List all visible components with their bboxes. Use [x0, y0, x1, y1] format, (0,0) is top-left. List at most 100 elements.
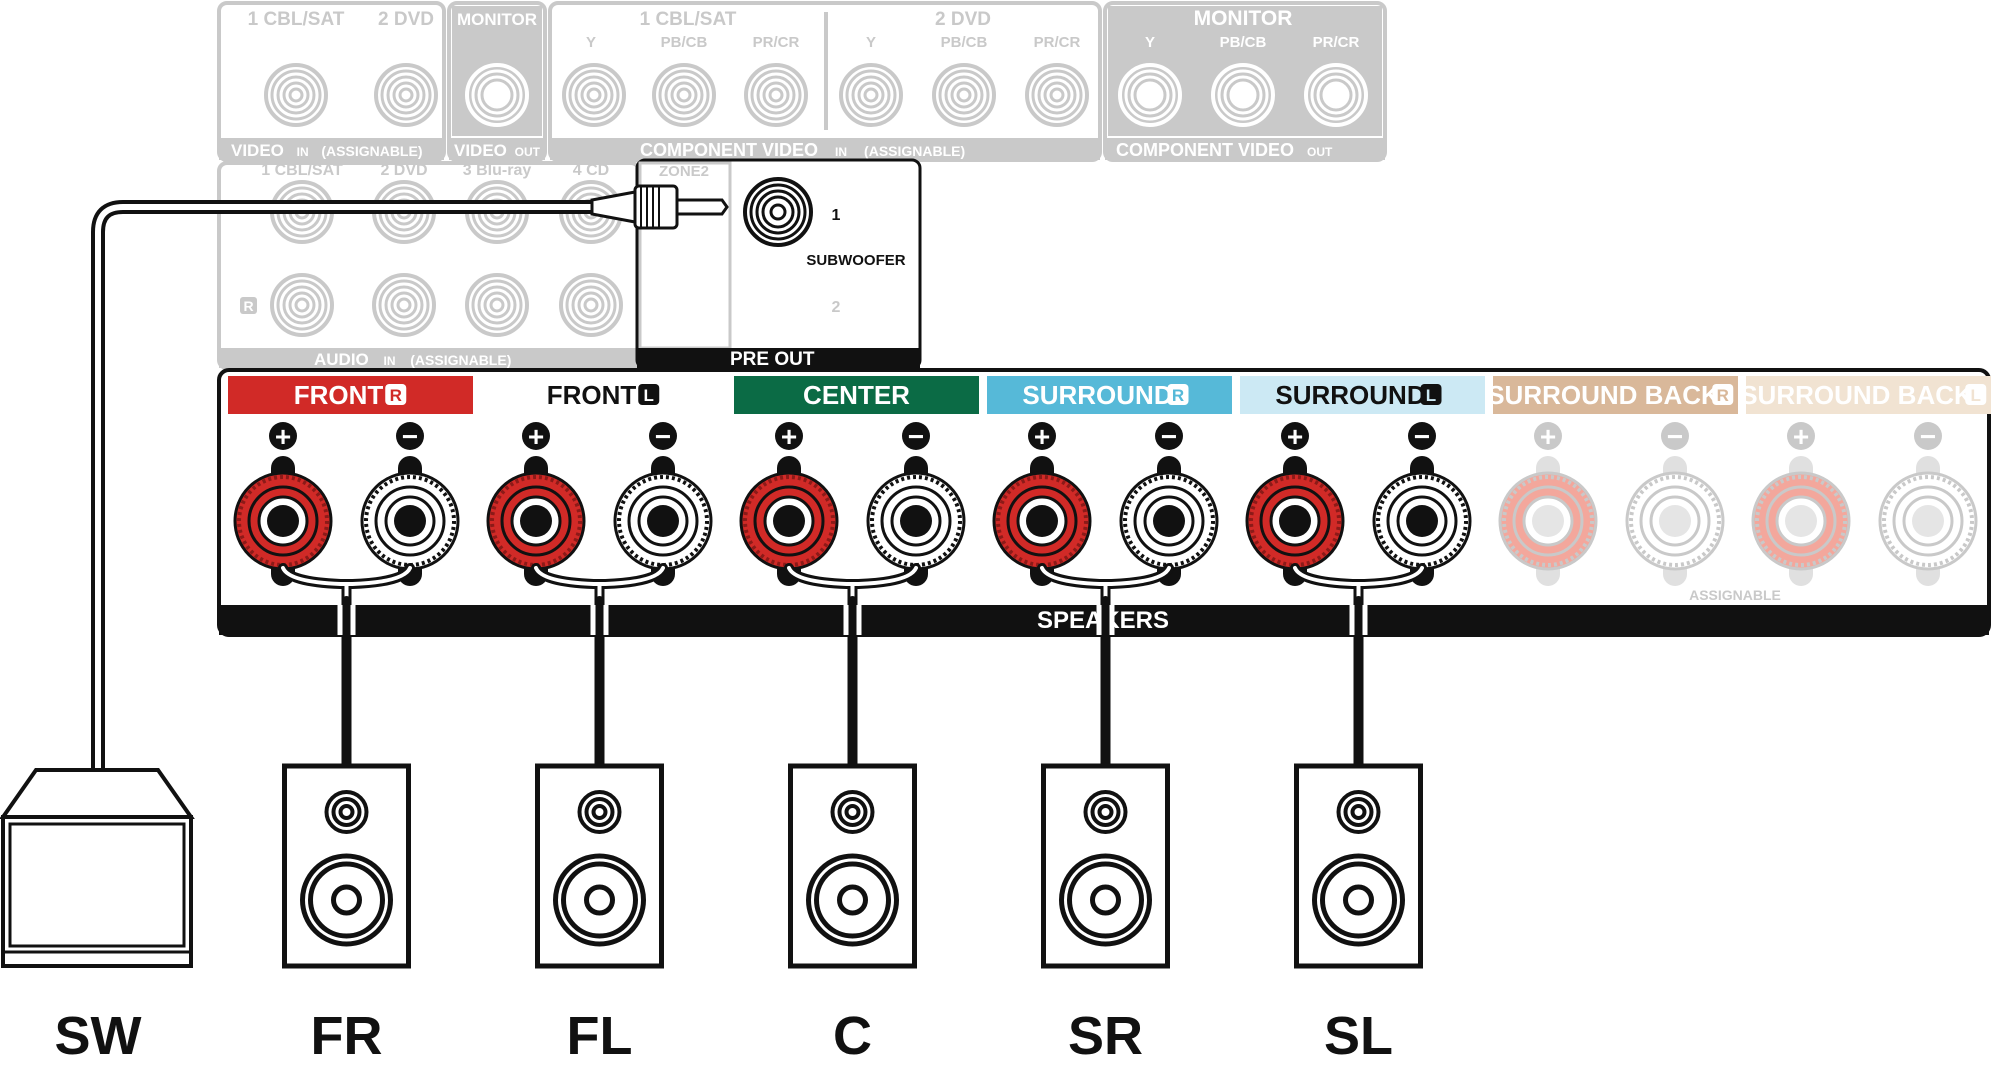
- terminal-6-plus[interactable]: +: [1498, 421, 1598, 586]
- polarity-minus: −: [908, 421, 924, 452]
- terminal-3-plus[interactable]: +: [739, 421, 839, 586]
- video-in-footer-tag: IN: [297, 145, 309, 159]
- component-in-ch-pr-2: PR/CR: [1034, 34, 1081, 51]
- device-label-sr: SR: [1068, 1006, 1143, 1066]
- audio-in-2-label: 2 DVD: [380, 162, 427, 179]
- channel-tag-box: [1965, 384, 1987, 405]
- audio-in-r-jack-3: [465, 273, 529, 337]
- audio-in-1-label: 1 CBL/SAT: [261, 162, 343, 179]
- polarity-minus: −: [655, 421, 671, 452]
- terminal-3-minus[interactable]: −: [866, 421, 966, 586]
- monitor-video-out-jack: [465, 63, 529, 127]
- channel-name: SURROUND: [1275, 380, 1425, 410]
- polarity-plus: +: [1287, 421, 1303, 452]
- channel-tag: R: [1717, 386, 1729, 405]
- speaker-cable-2: [531, 563, 668, 775]
- channel-header-bg: [1493, 376, 1738, 414]
- terminal-5-plus[interactable]: +: [1245, 421, 1345, 586]
- devices: [0, 763, 1423, 969]
- terminal-6-minus[interactable]: −: [1625, 421, 1725, 586]
- channel-name: SURROUND BACK: [1487, 380, 1720, 410]
- device-label-fr: FR: [311, 1006, 383, 1066]
- faded-video-jack-1: [264, 63, 328, 127]
- component-in-footer-label: COMPONENT VIDEO: [640, 140, 818, 160]
- terminal-5-minus[interactable]: −: [1372, 421, 1472, 586]
- video-in-footer-assignable: (ASSIGNABLE): [321, 143, 422, 159]
- subwoofer-device: [0, 768, 195, 968]
- subwoofer-label: SUBWOOFER: [806, 252, 905, 269]
- device-label-fl: FL: [567, 1006, 633, 1066]
- device-label-sl: SL: [1324, 1006, 1393, 1066]
- component-out-title: MONITOR: [1194, 7, 1293, 30]
- component-out-footer-tag: OUT: [1307, 145, 1333, 159]
- component-out-footer: COMPONENT VIDEO OUT: [1116, 140, 1333, 160]
- subwoofer-2-number: 2: [832, 299, 841, 316]
- audio-in-footer: AUDIO IN (ASSIGNABLE): [314, 350, 511, 369]
- faded-video-jack-5: [744, 63, 808, 127]
- faded-video-jack-3: [562, 63, 626, 127]
- channel-name: SURROUND BACK: [1740, 380, 1973, 410]
- channel-tag: L: [1426, 386, 1436, 405]
- faded-video-jack-7: [932, 63, 996, 127]
- channel-tag-box: [1167, 384, 1189, 405]
- audio-in-r-jack-4: [559, 273, 623, 337]
- channel-name: SURROUND: [1022, 380, 1172, 410]
- audio-in-footer-assignable: (ASSIGNABLE): [410, 352, 511, 368]
- polarity-plus: +: [528, 421, 544, 452]
- speaker-cable-4: [1037, 563, 1174, 775]
- faded-video-jack-6: [839, 63, 903, 127]
- speaker-device-fl: [535, 763, 664, 969]
- video-in-footer: VIDEO IN (ASSIGNABLE): [231, 141, 423, 160]
- terminal-1-minus[interactable]: −: [360, 421, 460, 586]
- channel-header-bg: [1240, 376, 1485, 414]
- zone2-label: ZONE2: [659, 163, 709, 180]
- terminals: +−+−+−+−+−+−+−: [233, 421, 1978, 586]
- device-label-c: C: [833, 1006, 872, 1066]
- video-out-footer: VIDEO OUT: [454, 141, 541, 160]
- audio-in-r-jack-2: [372, 273, 436, 337]
- channel-tag-box: [1420, 384, 1442, 405]
- polarity-minus: −: [402, 421, 418, 452]
- video-in-1-label: 1 CBL/SAT: [248, 9, 345, 30]
- speaker-cable-3: [784, 563, 921, 775]
- component-out-footer-label: COMPONENT VIDEO: [1116, 140, 1294, 160]
- terminal-2-minus[interactable]: −: [613, 421, 713, 586]
- channel-header-bg: [987, 376, 1232, 414]
- video-in-2-label: 2 DVD: [378, 9, 434, 30]
- cables: [91, 200, 1427, 777]
- component-out-jack-3: [1304, 63, 1368, 127]
- component-in-footer: COMPONENT VIDEO IN (ASSIGNABLE): [640, 140, 965, 160]
- polarity-plus: +: [781, 421, 797, 452]
- channel-tag-box: [638, 384, 660, 405]
- channel-tag-box: [1712, 384, 1734, 405]
- terminal-7-plus[interactable]: +: [1751, 421, 1851, 586]
- component-in-ch-pr-1: PR/CR: [753, 34, 800, 51]
- channel-tag: R: [390, 386, 402, 405]
- component-in-footer-assignable: (ASSIGNABLE): [864, 143, 965, 159]
- terminal-2-plus[interactable]: +: [486, 421, 586, 586]
- terminal-1-plus[interactable]: +: [233, 421, 333, 586]
- faded-video-jack-8: [1025, 63, 1089, 127]
- channel-header-bg: [228, 376, 473, 414]
- speaker-terminal-panel: SPEAKERS ASSIGNABLE FRONTRFRONTLCENTERSU…: [217, 368, 1991, 637]
- speaker-device-c: [788, 763, 917, 969]
- audio-in-r-jack-1: [270, 273, 334, 337]
- channel-name: CENTER: [803, 380, 910, 410]
- subwoofer-cable-inner: [95, 204, 635, 773]
- subwoofer-1-jack[interactable]: [743, 177, 813, 247]
- component-in-ch-y-1: Y: [586, 34, 596, 51]
- component-in-ch-pb-1: PB/CB: [661, 34, 708, 51]
- speaker-cables: [278, 563, 1427, 775]
- channel-name: FRONT: [547, 380, 637, 410]
- audio-in-footer-label: AUDIO: [314, 350, 369, 369]
- rca-plug: [590, 184, 729, 230]
- terminal-4-minus[interactable]: −: [1119, 421, 1219, 586]
- component-out-ch-y: Y: [1145, 34, 1155, 51]
- terminal-7-minus[interactable]: −: [1878, 421, 1978, 586]
- polarity-plus: +: [1034, 421, 1050, 452]
